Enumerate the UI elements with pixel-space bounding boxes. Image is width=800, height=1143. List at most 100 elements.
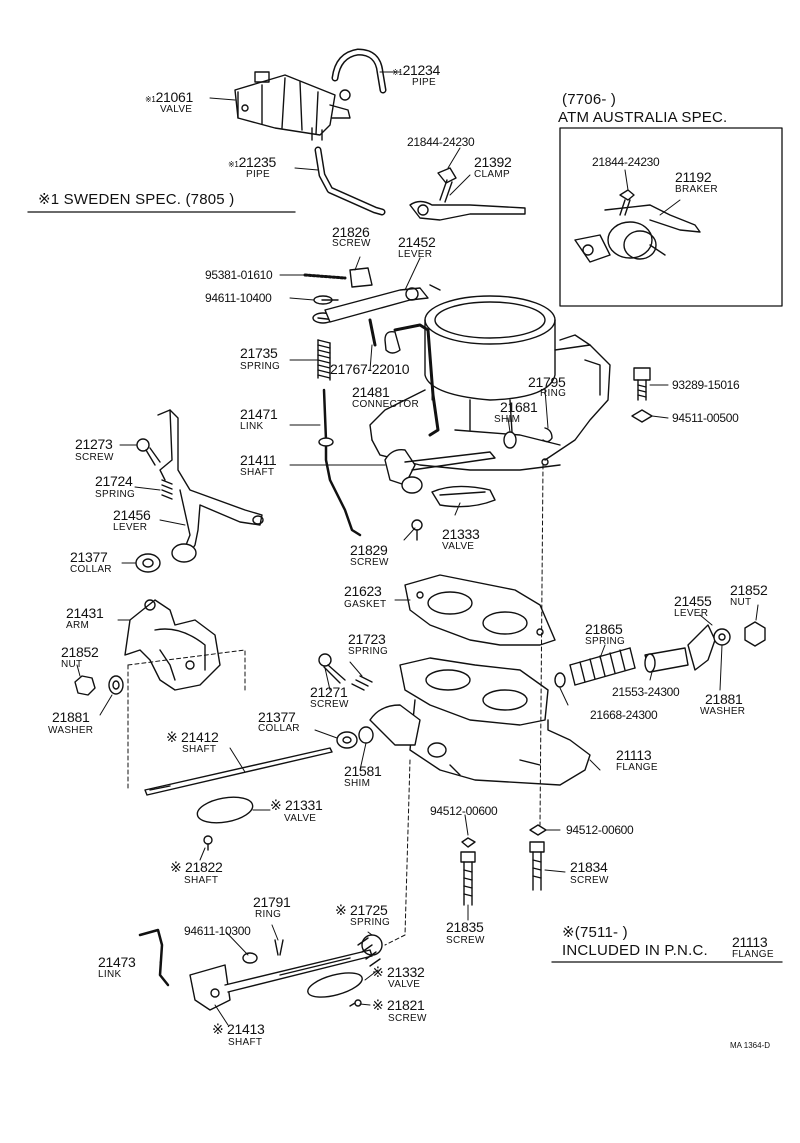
label-21455: 21455 — [674, 593, 712, 609]
name-21455: LEVER — [674, 608, 709, 619]
screw-21822-drawing — [203, 835, 213, 851]
label-21767: 21767-22010 — [330, 361, 410, 377]
label-21829: 21829 — [350, 542, 388, 558]
nut-21852-left-drawing — [74, 675, 124, 696]
name-21273: SCREW — [75, 452, 114, 463]
name-21413: SHAFT — [228, 1037, 263, 1048]
label-21392: 21392 — [474, 154, 512, 170]
spring-21865-drawing — [554, 647, 636, 688]
screw-21829-drawing — [411, 519, 423, 541]
label-21881-left: 21881 — [52, 709, 90, 725]
label-95381: 95381-01610 — [205, 268, 273, 282]
name-21725: SPRING — [350, 917, 391, 928]
label-21452: 21452 — [398, 234, 436, 250]
label-21271: 21271 — [310, 684, 348, 700]
valve-21333-drawing — [431, 485, 496, 508]
name-21471: LINK — [240, 421, 264, 432]
label-21061: ※121061 — [145, 89, 193, 105]
screw-21834-drawing — [529, 824, 547, 891]
label-21735: 21735 — [240, 345, 278, 361]
clamp-21392-drawing — [409, 167, 526, 221]
label-93289: 93289-15016 — [672, 378, 740, 392]
label-21192: 21192 — [675, 169, 712, 185]
collar-21377-drawing — [135, 553, 161, 573]
name-21271: SCREW — [310, 699, 349, 710]
name-21829: SCREW — [350, 557, 389, 568]
name-21452: LEVER — [398, 249, 433, 260]
name-21852-right: NUT — [730, 597, 752, 608]
label-21826: 21826 — [332, 224, 370, 240]
name-21411: SHAFT — [240, 467, 275, 478]
name-21826: SCREW — [332, 238, 371, 249]
carburetor-body-drawing — [369, 295, 611, 471]
name-21456: LEVER — [113, 522, 148, 533]
label-21234: ※121234 — [392, 62, 440, 78]
name-21061: VALVE — [160, 104, 193, 115]
name-21735: SPRING — [240, 361, 281, 372]
name-21835: SCREW — [446, 935, 485, 946]
name-21724: SPRING — [95, 489, 136, 500]
name-21834: SCREW — [570, 875, 609, 886]
label-21623: 21623 — [344, 583, 382, 599]
name-21235: PIPE — [246, 169, 270, 180]
arm-21431-drawing — [124, 599, 221, 691]
label-21791: 21791 — [253, 894, 291, 910]
label-21473: 21473 — [98, 954, 136, 970]
label-21377-lower: 21377 — [258, 709, 296, 725]
label-21844-main: 21844-24230 — [407, 135, 475, 149]
shaft-21413-drawing — [189, 939, 373, 1011]
valve-21331-drawing — [196, 796, 254, 824]
label-94512-left: 94512-00600 — [430, 804, 498, 818]
name-21333: VALVE — [442, 541, 475, 552]
name-21331: VALVE — [284, 813, 317, 824]
label-21553: 21553-24300 — [612, 685, 680, 699]
pipe-21234-drawing — [331, 48, 387, 94]
label-21723: 21723 — [348, 631, 386, 647]
name-21332: VALVE — [388, 979, 421, 990]
label-21852-right: 21852 — [730, 582, 768, 598]
shaft-21412-drawing — [144, 747, 333, 796]
name-21881-left: WASHER — [48, 725, 94, 736]
leader-lines — [76, 71, 759, 1026]
label-21835: 21835 — [446, 919, 484, 935]
link-21471-drawing — [318, 388, 362, 537]
spring-21724-drawing — [161, 479, 173, 500]
shim-21681-drawing — [503, 427, 553, 449]
name-21791: RING — [255, 909, 282, 920]
bolt-93289-drawing — [631, 367, 653, 423]
pin-21767-drawing — [368, 318, 377, 347]
label-21412: ※ 21412 — [166, 729, 219, 745]
included-part-name: FLANGE — [732, 949, 774, 960]
label-21431: 21431 — [66, 605, 104, 621]
spring-21735-drawing — [317, 339, 331, 381]
name-21723: SPRING — [348, 646, 389, 657]
pipe-21235-drawing — [314, 146, 386, 216]
label-21668: 21668-24300 — [590, 708, 658, 722]
label-21113: 21113 — [616, 747, 652, 763]
australia-spec-note: ATM AUSTRALIA SPEC. — [558, 109, 728, 126]
name-21113: FLANGE — [616, 762, 658, 773]
label-21821: ※ 21821 — [372, 997, 425, 1013]
label-21724: 21724 — [95, 473, 133, 489]
label-94611-10400: 94611-10400 — [205, 291, 272, 305]
screw-21273-drawing — [136, 438, 161, 466]
label-21471: 21471 — [240, 406, 278, 422]
label-21331: ※ 21331 — [270, 797, 323, 813]
name-21473: LINK — [98, 969, 122, 980]
name-21481: CONNECTOR — [352, 399, 419, 410]
screw-21821-drawing — [349, 999, 362, 1007]
label-94511: 94511-00500 — [672, 411, 739, 425]
name-21795: RING — [540, 388, 567, 399]
name-21581: SHIM — [344, 778, 371, 789]
valve-21061-drawing — [234, 71, 351, 141]
name-21377-upper: COLLAR — [70, 564, 112, 575]
screw-21835-drawing — [460, 837, 476, 906]
connector-21481-drawing — [384, 323, 440, 437]
name-21234: PIPE — [412, 77, 436, 88]
name-21852-left: NUT — [61, 659, 83, 670]
link-21473-drawing — [138, 928, 170, 987]
label-21413: ※ 21413 — [212, 1021, 265, 1037]
screw-21271-drawing — [318, 653, 373, 691]
